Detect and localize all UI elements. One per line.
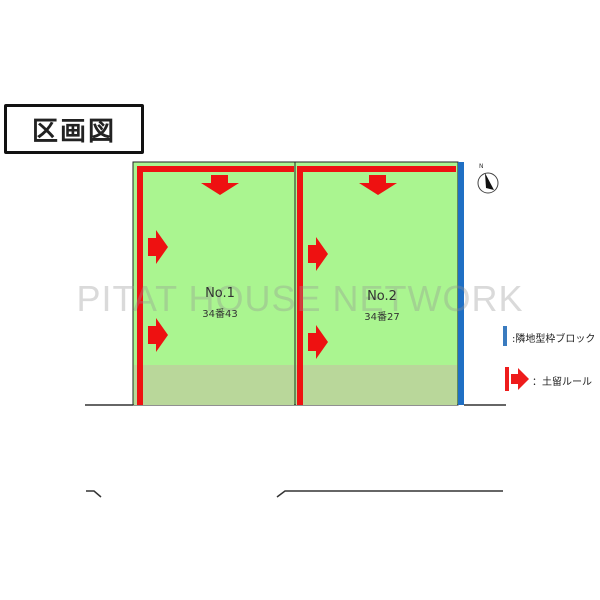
- lot-1-name: No.1: [205, 286, 235, 301]
- neighbor-block-wall: [458, 162, 464, 405]
- lot-2-band: [296, 365, 457, 405]
- arrow-right-icon: [148, 318, 168, 352]
- lot-2-label: No.2 34番27: [332, 289, 432, 323]
- north-compass-icon: [477, 172, 499, 194]
- compass-label: N: [479, 163, 484, 170]
- watermark: PITAT HOUSE NETWORK: [76, 278, 524, 319]
- lot-1-number: 34番43: [202, 309, 238, 320]
- lot-1-area[interactable]: [132, 161, 296, 406]
- legend-block-swatch: [503, 326, 507, 346]
- legend-retaining-swatch: [505, 367, 509, 391]
- arrow-right-icon: [308, 237, 328, 271]
- road-edge: [86, 490, 102, 498]
- lot-2-number: 34番27: [364, 312, 400, 323]
- lot-2-name: No.2: [367, 289, 397, 304]
- legend-arrow-icon: [511, 368, 529, 390]
- lot-1-label: No.1 34番43: [170, 286, 270, 320]
- arrow-down-icon: [359, 175, 397, 195]
- road-edge: [276, 490, 503, 498]
- retaining-wall-lot-2: [297, 166, 456, 405]
- legend-block-label: :隣地型枠ブロック: [512, 334, 596, 345]
- arrow-right-icon: [148, 230, 168, 264]
- legend-retaining-label: ：土留ルール: [532, 377, 592, 388]
- page-title: 区画図: [4, 104, 144, 154]
- retaining-wall-lot-1: [137, 166, 294, 405]
- lot-2-area[interactable]: [294, 161, 459, 406]
- arrow-right-icon: [308, 325, 328, 359]
- arrow-down-icon: [201, 175, 239, 195]
- lot-1-band: [134, 365, 294, 405]
